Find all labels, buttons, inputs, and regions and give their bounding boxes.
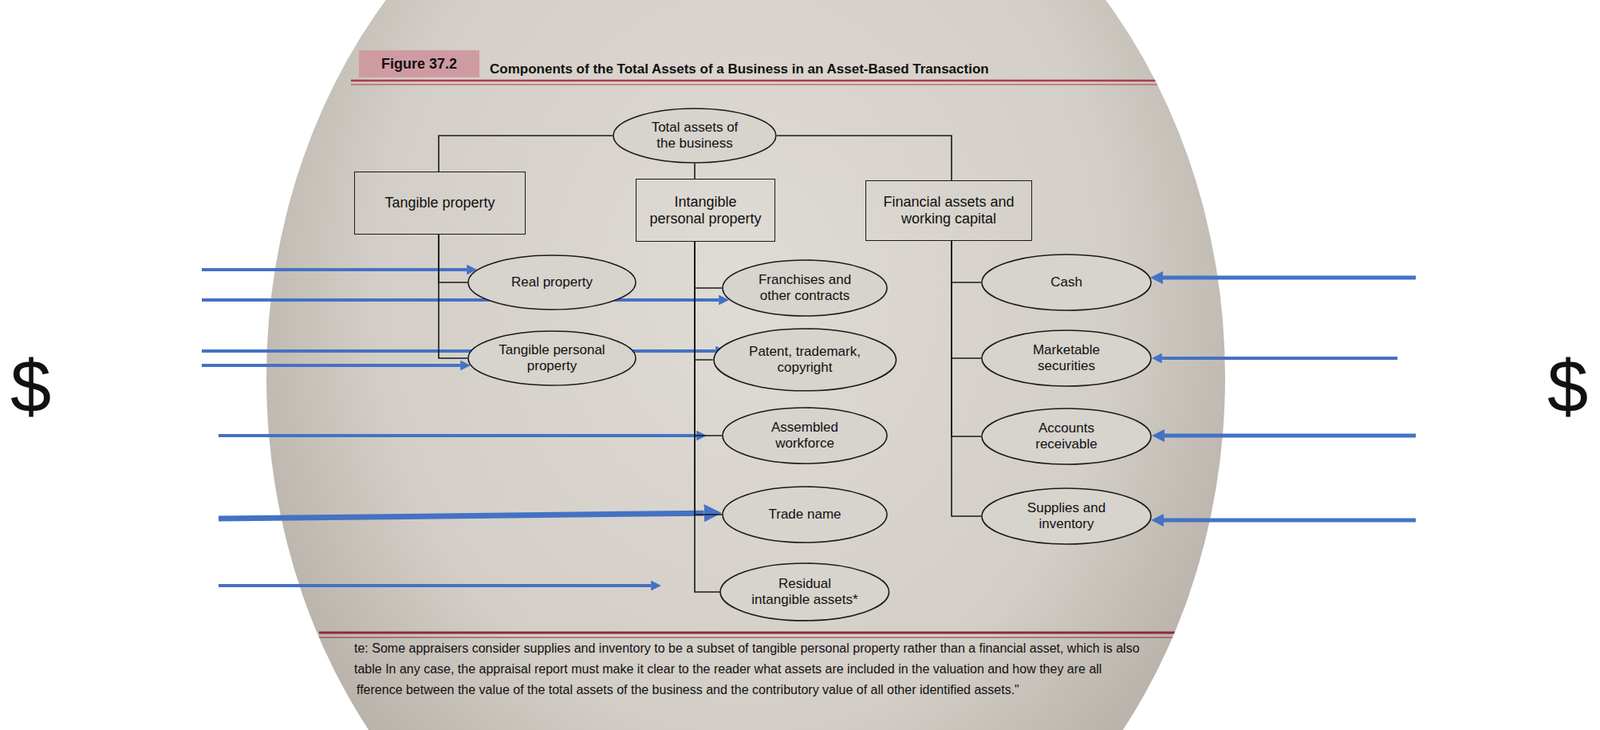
tree-connector <box>776 135 952 181</box>
asset-ellipse: Marketable securities <box>981 329 1152 387</box>
tree-connector <box>438 135 613 172</box>
asset-ellipse: Cash <box>981 253 1152 312</box>
tree-connector <box>694 241 714 360</box>
note-rule-thin <box>319 637 1229 639</box>
dollar-sign: $ <box>10 349 52 423</box>
ellipse-shape <box>613 108 777 163</box>
ellipse-shape <box>468 331 636 386</box>
node-text: Patent, trademark, copyright <box>740 343 869 375</box>
blue-arrow <box>1164 433 1416 438</box>
node-text: Intangible personal property <box>646 193 766 227</box>
asset-ellipse: Patent, trademark, copyright <box>713 327 898 392</box>
node-text: Marketable securities <box>1018 342 1115 374</box>
category-box: Tangible property <box>354 171 526 235</box>
ellipse-shape <box>981 488 1151 544</box>
tree-connector <box>694 241 722 436</box>
blue-arrow <box>1163 518 1416 523</box>
ellipse-shape <box>981 330 1151 387</box>
title-rule-thin <box>350 84 1229 86</box>
tree-connector <box>438 234 468 283</box>
root-ellipse: Total assets of the business <box>612 107 777 164</box>
rule-lines <box>319 80 1229 638</box>
blue-arrows <box>201 269 1416 586</box>
node-text: Cash <box>1050 274 1083 291</box>
asset-ellipse: Assembled workforce <box>721 406 888 465</box>
tree-connector <box>951 240 982 517</box>
blue-arrow <box>218 512 705 519</box>
ellipse-shape <box>722 407 887 464</box>
blue-arrow <box>1162 356 1398 360</box>
blue-arrow <box>201 298 719 302</box>
ellipse-shape <box>981 408 1151 465</box>
ellipse-shape <box>720 563 890 621</box>
node-text: Financial assets and working capital <box>877 193 1021 227</box>
blue-arrow <box>218 583 651 588</box>
ellipse-shape <box>468 255 636 310</box>
tree-connector <box>951 240 982 437</box>
node-text: Tangible personal property <box>498 342 606 374</box>
asset-ellipse: Tangible personal property <box>467 330 637 387</box>
ellipse-shape <box>713 328 897 391</box>
note-rule <box>319 631 1229 635</box>
footnote-line: te: Some appraisers consider supplies an… <box>354 640 1140 656</box>
node-text: Residual intangible assets* <box>749 575 860 607</box>
tree-connector <box>951 240 982 283</box>
tree-connector <box>694 241 722 515</box>
asset-ellipse: Accounts receivable <box>981 407 1152 466</box>
tree-connector <box>693 163 696 179</box>
node-text: Total assets of the business <box>644 119 745 151</box>
dollar-sign: $ <box>1547 349 1589 423</box>
blue-arrow <box>201 349 716 353</box>
node-text: Supplies and inventory <box>1014 500 1119 532</box>
asset-ellipse: Trade name <box>721 485 888 544</box>
node-text: Figure 37.2 <box>381 55 458 73</box>
footnote-line: fference between the value of the total … <box>356 681 1020 698</box>
tree-connector <box>694 241 720 592</box>
tree-connector <box>438 234 468 359</box>
asset-ellipse: Supplies and inventory <box>981 487 1152 545</box>
blue-arrow <box>201 267 467 272</box>
blue-arrow <box>1162 275 1416 280</box>
blue-arrow <box>218 433 697 438</box>
category-box: Financial assets and working capital <box>865 180 1033 241</box>
asset-ellipse: Residual intangible assets* <box>719 562 891 622</box>
ellipse-shape <box>722 486 887 543</box>
title-rule <box>350 79 1229 83</box>
ellipse-shape <box>981 254 1151 311</box>
figure-tag: Figure 37.2 <box>358 50 480 79</box>
node-text: Franchises and other contracts <box>752 271 857 304</box>
category-box: Intangible personal property <box>635 178 776 242</box>
tree-connector <box>951 240 982 359</box>
node-text: Trade name <box>768 506 841 523</box>
figure-title: Components of the Total Assets of a Busi… <box>489 61 990 78</box>
footnote-line: table In any case, the appraisal report … <box>354 661 1102 677</box>
tree-connector <box>694 241 722 288</box>
blue-arrow <box>201 363 461 367</box>
ellipse-shape <box>722 260 887 316</box>
node-text: Tangible property <box>384 194 495 212</box>
node-text: Accounts receivable <box>1022 420 1111 452</box>
asset-ellipse: Franchises and other contracts <box>721 259 888 317</box>
node-text: Real property <box>511 274 593 291</box>
node-text: Assembled workforce <box>756 419 853 451</box>
asset-ellipse: Real property <box>467 254 637 311</box>
